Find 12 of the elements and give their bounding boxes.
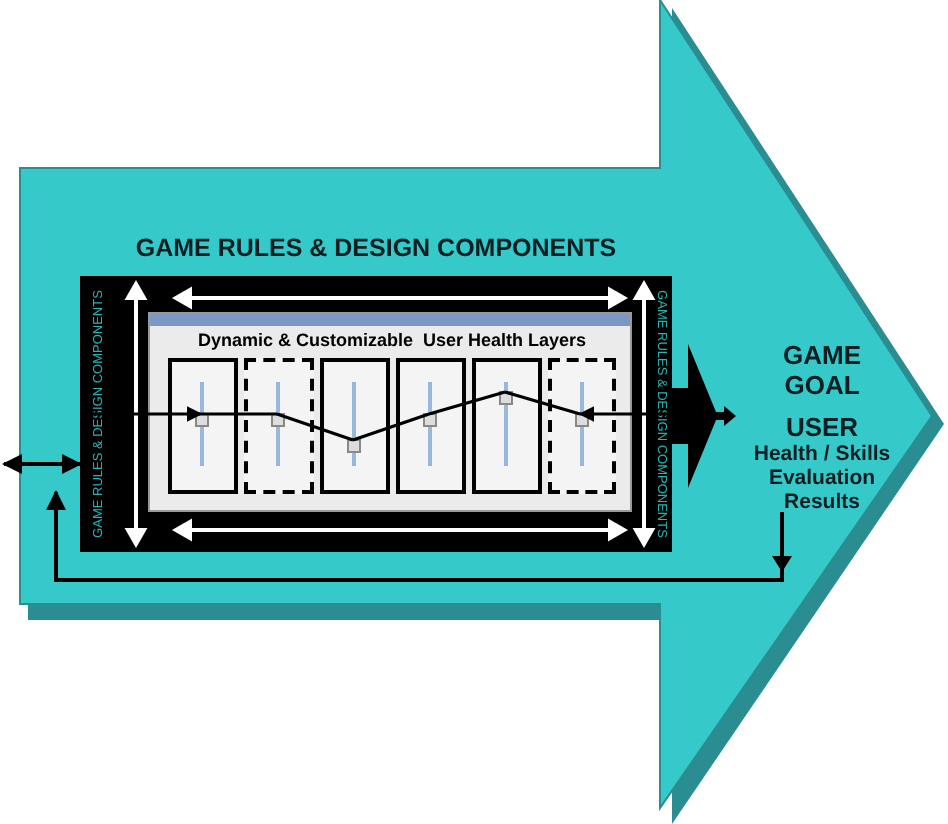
slider-box [168,358,238,494]
slider-box [396,358,466,494]
goal-text: Health / Skills Evaluation Results [751,442,893,514]
slider-box [548,358,616,494]
slider-box [320,358,390,494]
window-heading: Dynamic & Customizable User Health Layers [198,330,587,350]
panel-heading: GAME RULES & DESIGN COMPONENTS [133,234,619,262]
slider-box [244,358,314,494]
app-window [148,312,632,512]
goal-heading: GAME GOAL [781,340,863,400]
goal-subheading: USER [783,412,861,442]
slider-box [472,358,542,494]
